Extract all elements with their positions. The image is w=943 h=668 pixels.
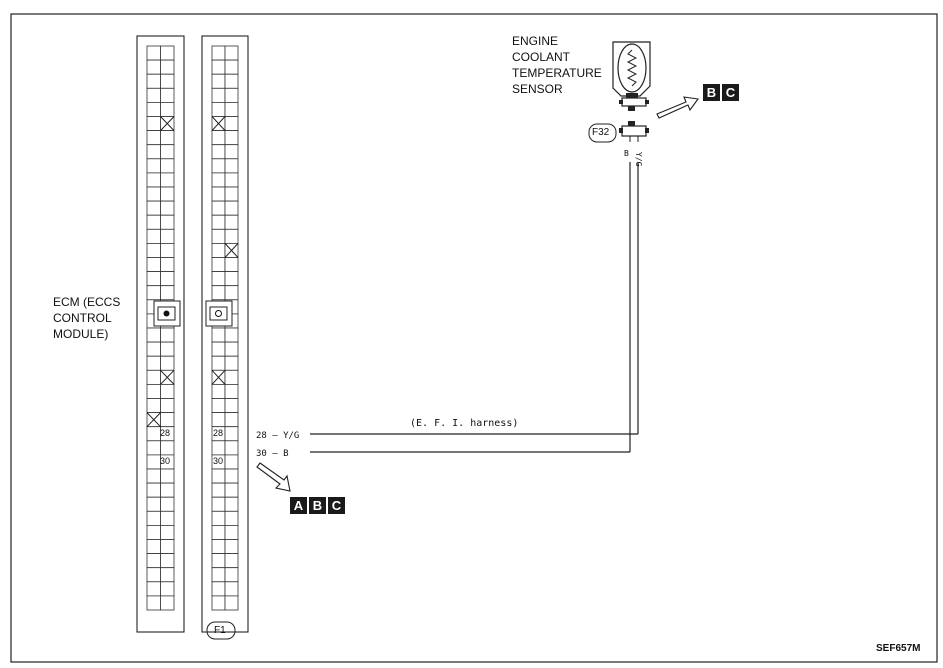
ref-c: C <box>722 84 739 101</box>
arrow-lower <box>256 462 291 492</box>
sensor-label-line: ENGINE <box>512 34 559 48</box>
sensor-connector-id: F32 <box>592 127 610 138</box>
sensor-label-line: COOLANT <box>512 50 571 64</box>
pin-28-right: 28 <box>213 428 224 438</box>
pin-30-right: 30 <box>213 456 224 466</box>
ref-b: B <box>309 497 326 514</box>
figure-code: SEF657M <box>876 643 921 654</box>
wire-28-label: 28 — Y/G <box>256 431 300 441</box>
ref-a: A <box>290 497 307 514</box>
sensor-connector-id-oval <box>588 123 617 143</box>
ecm-connector-right <box>201 35 249 633</box>
ref-c: C <box>328 497 345 514</box>
sensor-label: ENGINE COOLANT TEMPERATURE SENSOR <box>512 33 602 97</box>
ecm-connector-id: F1 <box>214 625 226 636</box>
sensor-wire-yg: Y/G <box>634 152 643 167</box>
sensor-label-line: TEMPERATURE <box>512 66 602 80</box>
sensor-wire-b: B <box>624 149 629 158</box>
arrow-upper <box>656 96 699 119</box>
harness-label: (E. F. I. harness) <box>410 418 519 429</box>
ref-b: B <box>703 84 720 101</box>
pin-28-left: 28 <box>160 428 171 438</box>
reference-boxes-lower: A B C <box>290 497 345 514</box>
pin-30-left: 30 <box>160 456 171 466</box>
ecm-label-line: ECM (ECCS <box>53 295 121 309</box>
ecm-connector-left <box>136 35 185 633</box>
ecm-label-line: CONTROL <box>53 311 112 325</box>
sensor-mating-connector <box>619 121 649 142</box>
sensor-symbol <box>612 41 651 111</box>
ecm-label-line: MODULE) <box>53 327 109 341</box>
sensor-label-line: SENSOR <box>512 82 563 96</box>
diagram-frame <box>10 13 938 663</box>
reference-boxes-upper: B C <box>703 84 739 101</box>
wire-30-label: 30 — B <box>256 449 289 459</box>
ecm-connector-id-oval <box>206 621 236 640</box>
ecm-label: ECM (ECCS CONTROL MODULE) <box>53 294 120 342</box>
